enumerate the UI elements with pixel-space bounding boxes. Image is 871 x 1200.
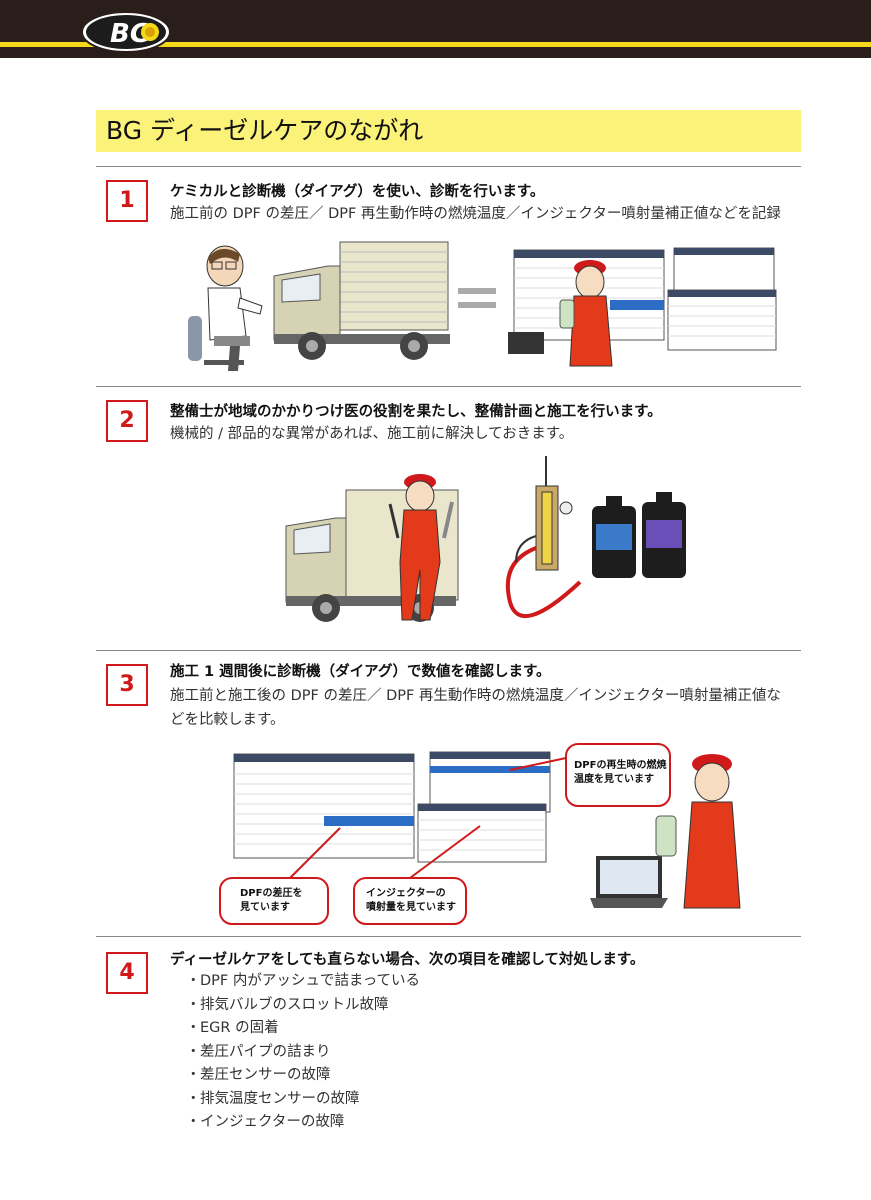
section-divider: [96, 166, 801, 167]
callout-injector-line-1: インジェクターの: [366, 887, 446, 899]
callout-injector-line-2: 噴射量を見ています: [366, 900, 456, 913]
list-item: ・排気温度センサーの故障: [186, 1090, 360, 1107]
page-title: BG ディーゼルケアのながれ: [106, 116, 424, 145]
step-3-description-line-2: どを比較します。: [170, 712, 285, 728]
callout-dpf-temperature-line-1: DPFの再生時の燃焼: [574, 758, 666, 771]
step-3-description-line-1: 施工前と施工後の DPF の差圧／ DPF 再生動作時の燃焼温度／インジェクター…: [170, 688, 781, 704]
mechanic-illustration: [559, 260, 613, 367]
equals-sign: [458, 288, 496, 294]
section-divider: [96, 650, 801, 651]
callout-dpf-temperature-line-2: 温度を見ています: [574, 772, 654, 785]
step-number-2: 2: [106, 400, 148, 442]
mechanic-illustration: [388, 474, 454, 621]
doctor-illustration: [188, 245, 263, 371]
step-number-1: 1: [106, 180, 148, 222]
checklist: ・DPF 内がアッシュで詰まっている ・排気バルブのスロットル故障 ・EGR の…: [186, 970, 420, 1135]
step-1-heading: ケミカルと診断機（ダイアグ）を使い、診断を行います。: [170, 184, 545, 200]
top-bar: BG: [0, 0, 871, 58]
bg-logo: BG: [81, 11, 171, 53]
callout-injector: インジェクターの 噴射量を見ています: [353, 825, 481, 925]
step-2-illustration: [285, 456, 686, 622]
laptop-illustration: [590, 856, 668, 908]
step-4-heading: ディーゼルケアをしても直らない場合、次の項目を確認して対処します。: [170, 952, 645, 968]
top-bar-stripe: [0, 42, 871, 47]
list-item: ・差圧パイプの詰まり: [186, 1043, 331, 1060]
section-divider: [96, 386, 801, 387]
step-3-illustration: DPFの再生時の燃焼 温度を見ています DPFの差圧を 見ています インジェクタ…: [219, 743, 741, 925]
list-item: ・DPF 内がアッシュで詰まっている: [186, 973, 421, 989]
mechanic-illustration: [655, 754, 741, 909]
step-number-3: 3: [106, 664, 148, 706]
diagnostic-screen-illustration: [233, 751, 551, 863]
list-item: ・差圧センサーの故障: [186, 1067, 331, 1083]
step-2-heading: 整備士が地域のかかりつけ医の役割を果たし、整備計画と施工を行います。: [170, 404, 662, 420]
diagnostic-screen-illustration: [508, 247, 777, 354]
truck-illustration: [273, 241, 450, 360]
truck-illustration: [285, 489, 459, 622]
list-item: ・EGR の固着: [186, 1020, 279, 1036]
list-item: ・インジェクターの故障: [186, 1114, 345, 1130]
step-3-heading: 施工 1 週間後に診断機（ダイアグ）で数値を確認します。: [170, 664, 551, 680]
list-item: ・排気バルブのスロットル故障: [186, 996, 389, 1013]
callout-dpf-pressure-line-1: DPFの差圧を: [240, 886, 302, 899]
step-number-4: 4: [106, 952, 148, 994]
step-1-description: 施工前の DPF の差圧／ DPF 再生動作時の燃焼温度／インジェクター噴射量補…: [170, 206, 781, 222]
step-1-illustration: [188, 241, 777, 371]
callout-dpf-pressure: DPFの差圧を 見ています: [219, 827, 341, 925]
title-band: BG ディーゼルケアのながれ: [96, 110, 801, 152]
cleaning-tool-illustration: [505, 456, 582, 619]
callout-dpf-temperature: DPFの再生時の燃焼 温度を見ています: [509, 743, 671, 807]
callout-dpf-pressure-line-2: 見ています: [239, 901, 290, 913]
step-2-description: 機械的 / 部品的な異常があれば、施工前に解決しておきます。: [170, 426, 574, 442]
product-bottles-illustration: [592, 492, 686, 578]
section-divider: [96, 936, 801, 937]
